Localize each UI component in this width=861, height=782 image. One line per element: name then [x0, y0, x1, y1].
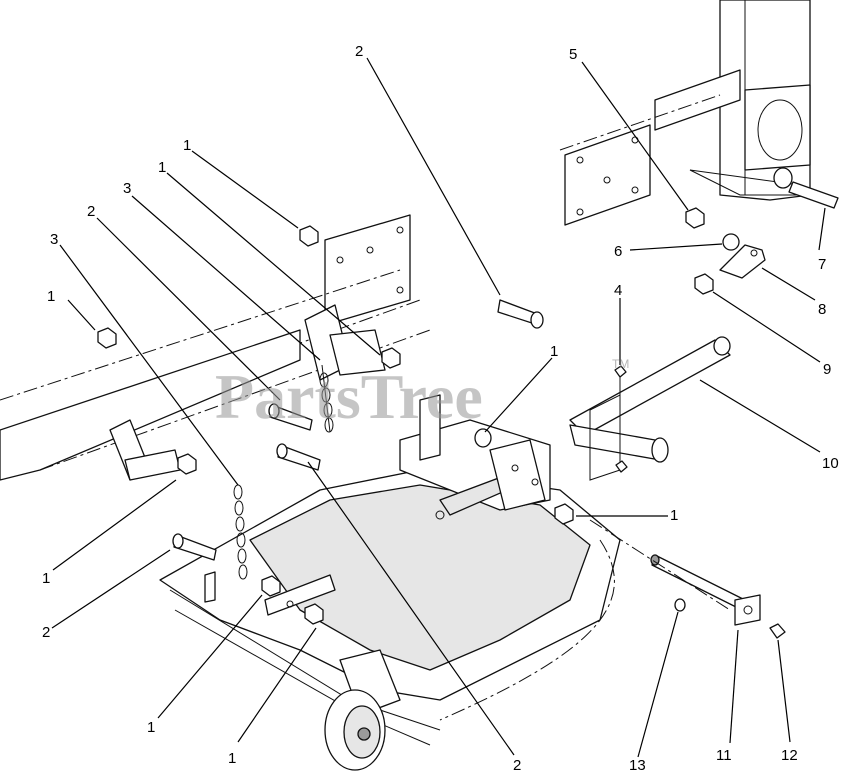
callout-left-2: 2	[87, 203, 95, 220]
callout-7: 7	[818, 256, 826, 273]
rod-part-10	[569, 336, 731, 481]
callout-11: 11	[716, 747, 732, 764]
watermark: PartsTree TM	[215, 357, 629, 432]
callout-bl-2: 2	[42, 624, 50, 641]
callout-9: 9	[823, 361, 831, 378]
callout-bot-2: 2	[513, 757, 521, 774]
callout-right-1: 1	[670, 507, 678, 524]
frame-upright-assembly	[559, 0, 839, 226]
left-rear-bracket	[0, 214, 431, 481]
watermark-trademark: TM	[612, 357, 629, 371]
rod-part-11	[589, 519, 761, 626]
callout-8: 8	[818, 301, 826, 318]
caster-wheel	[324, 649, 401, 771]
watermark-text: PartsTree	[215, 361, 483, 432]
callout-mid-3: 3	[123, 180, 131, 197]
callout-13: 13	[629, 757, 646, 774]
callout-center-1: 1	[550, 343, 558, 360]
leader-lines	[51, 57, 826, 758]
callout-bot-1b: 1	[228, 750, 236, 767]
callout-left-1-top: 1	[47, 288, 55, 305]
callout-bot-1a: 1	[147, 719, 155, 736]
callout-bl-1: 1	[42, 570, 50, 587]
hardware	[97, 207, 786, 639]
callout-10: 10	[822, 455, 839, 472]
callout-labels: 1 3 2 3 1 1 2 1 4 5 6 7 8 9 10 1 1 2 1 1…	[42, 43, 839, 774]
mower-deck	[159, 394, 621, 746]
callout-6: 6	[614, 243, 622, 260]
callout-mid-1b: 1	[183, 137, 191, 154]
callout-mid-1a: 1	[158, 159, 166, 176]
callout-12: 12	[781, 747, 798, 764]
callout-4: 4	[614, 282, 622, 299]
callout-5: 5	[569, 46, 577, 63]
callout-top-2: 2	[355, 43, 363, 60]
callout-left-3: 3	[50, 231, 58, 248]
